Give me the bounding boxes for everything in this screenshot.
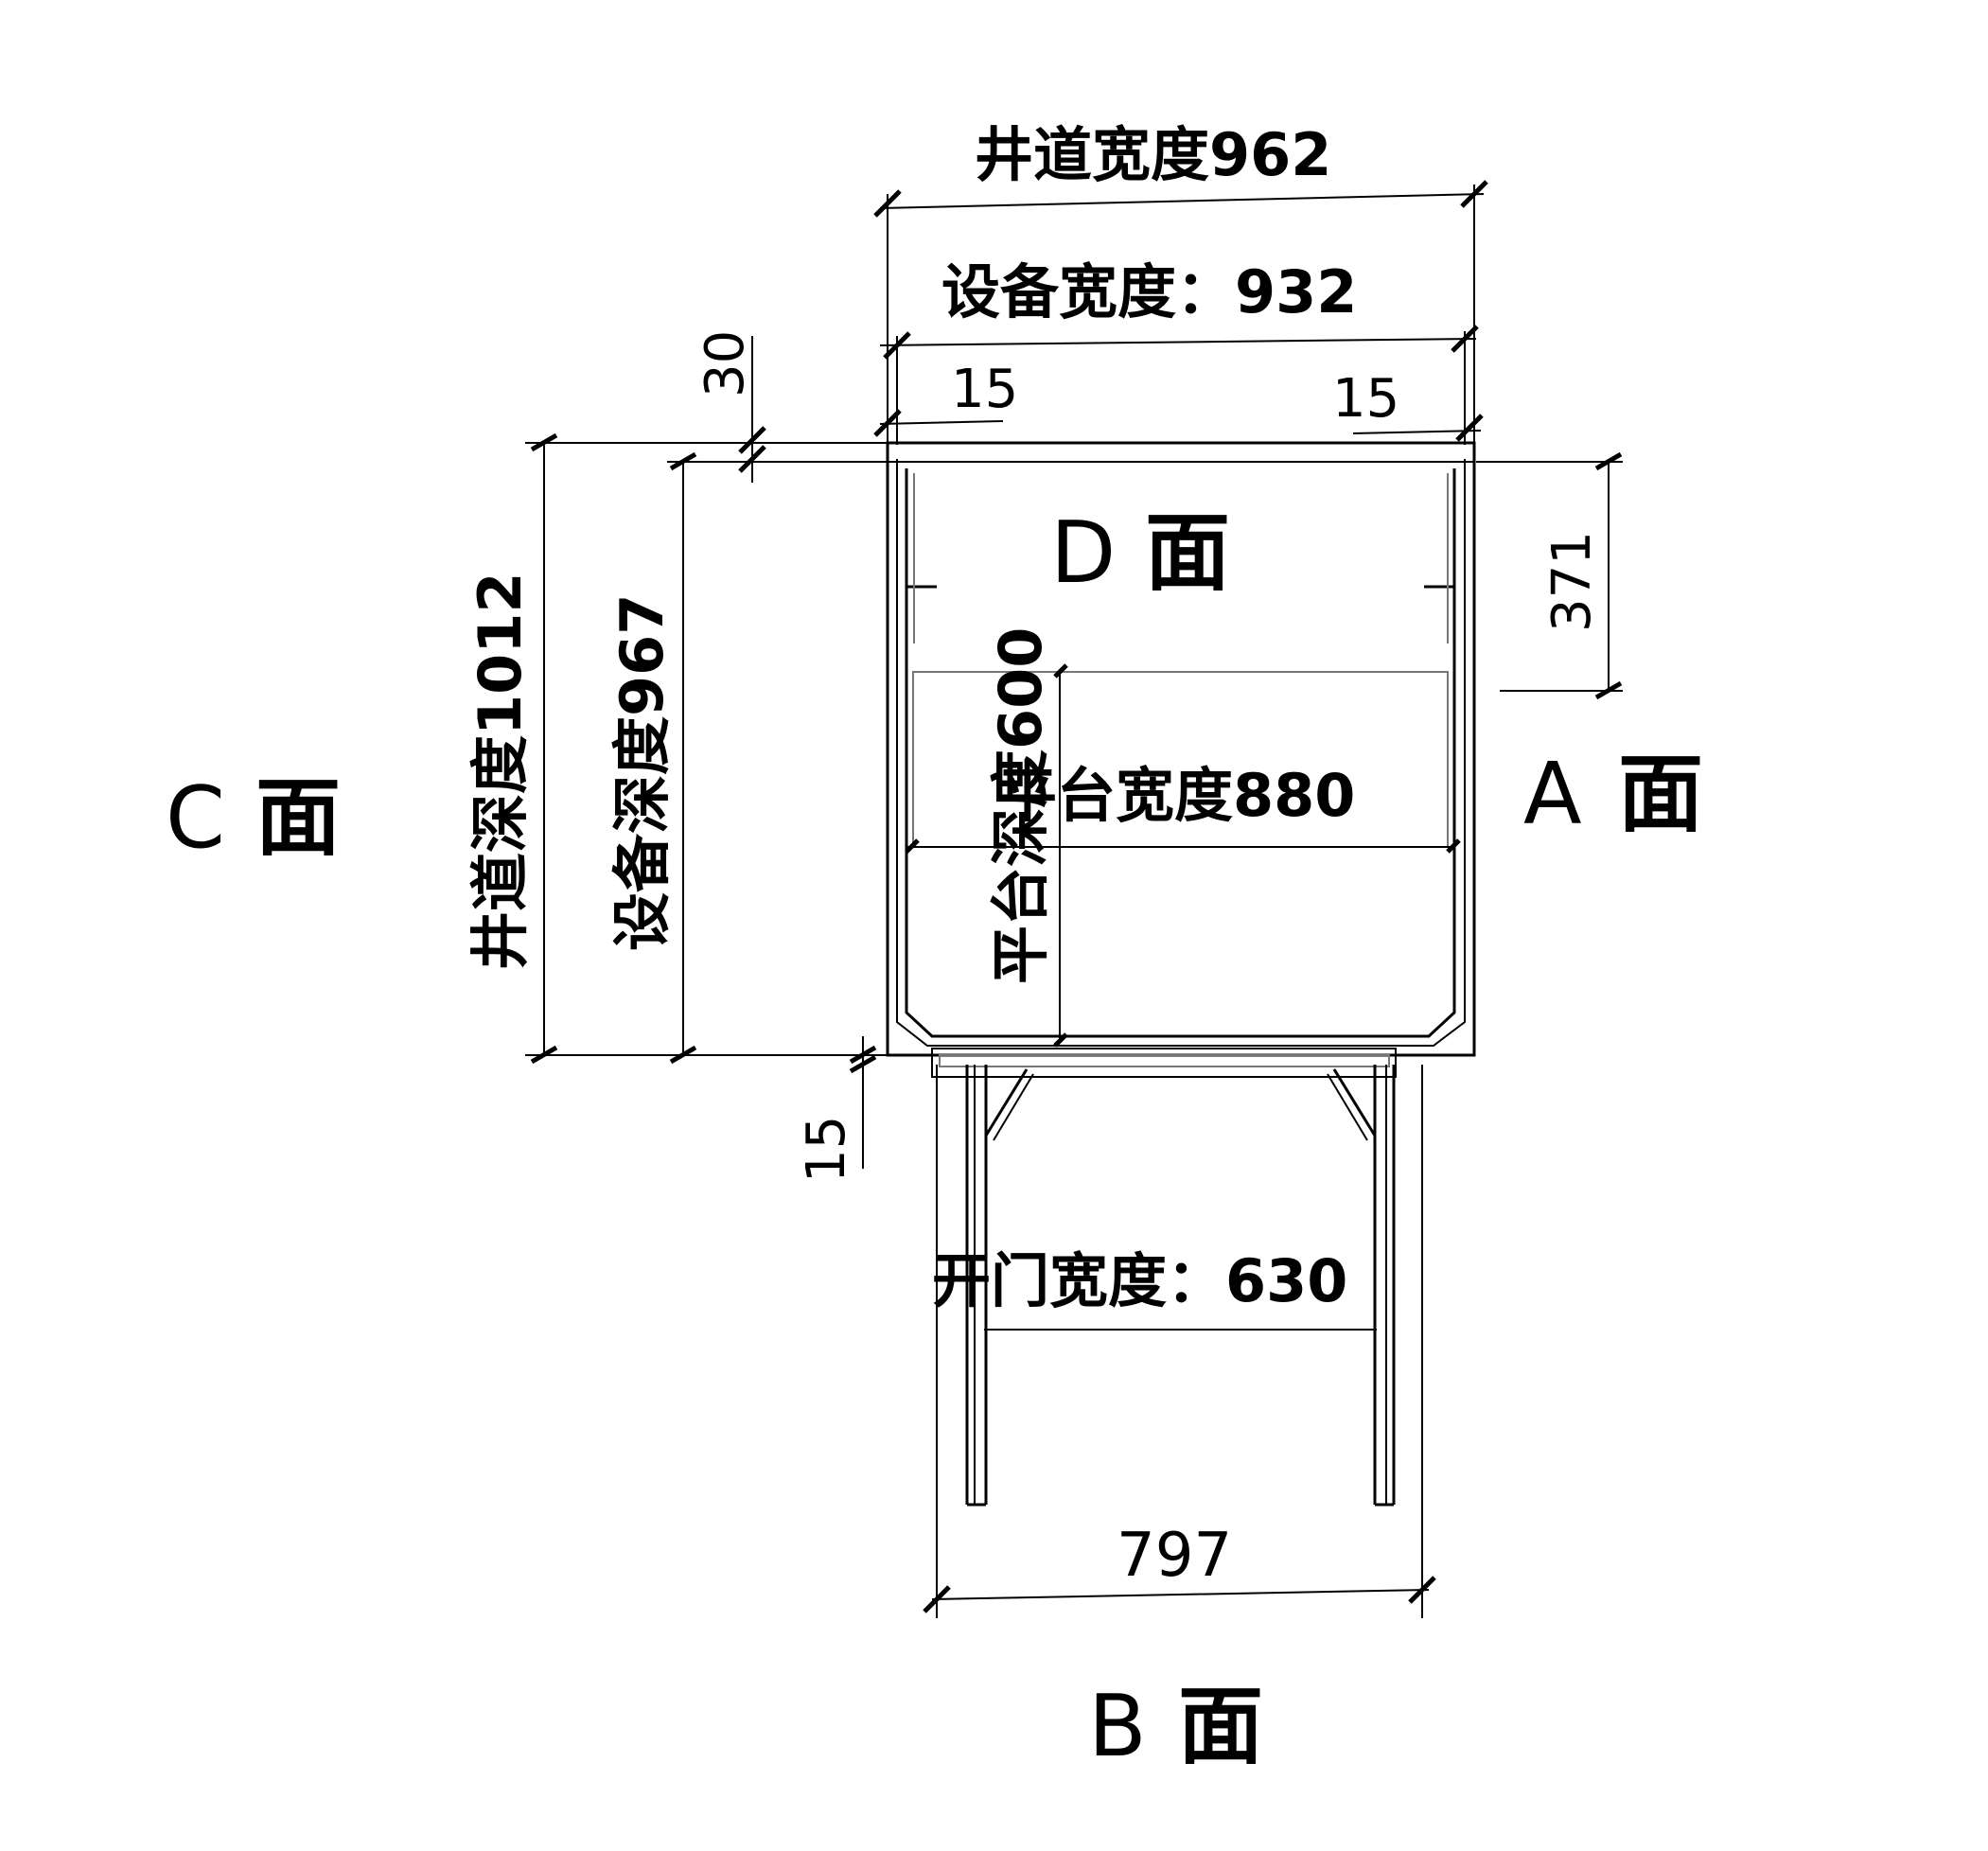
platform-outline xyxy=(906,671,1454,1041)
face-a-label: A xyxy=(1523,745,1582,844)
face-d-label: D xyxy=(1050,503,1116,603)
dimension-lines xyxy=(525,180,1623,1613)
left-gap-label: 15 xyxy=(951,359,1018,420)
shaft-width-label: 井道宽度962 xyxy=(975,120,1331,189)
bottom-gap-label: 15 xyxy=(796,1116,857,1183)
equipment-width-label: 设备宽度：932 xyxy=(941,257,1357,326)
face-d-suffix: 面 xyxy=(1145,503,1230,603)
right-gap-label: 15 xyxy=(1332,368,1399,430)
platform-depth-label: 平台深度600 xyxy=(986,627,1055,984)
face-a-suffix: 面 xyxy=(1618,745,1703,844)
face-c-label: C xyxy=(166,768,225,868)
equipment-depth-label: 设备深度967 xyxy=(607,594,677,951)
shaft-depth-label: 井道深度1012 xyxy=(466,572,535,970)
right-offset-label: 371 xyxy=(1541,531,1603,632)
face-c-suffix: 面 xyxy=(255,768,341,868)
door-width-label: 开门宽度：630 xyxy=(932,1246,1347,1315)
door-frame xyxy=(931,1048,1423,1618)
top-gap-label: 30 xyxy=(695,330,756,397)
face-b-label: B xyxy=(1088,1677,1147,1776)
dimension-labels: 井道宽度962 设备宽度：932 15 15 30 井道深度1012 设备深度9… xyxy=(466,120,1603,1591)
face-b-suffix: 面 xyxy=(1178,1677,1263,1776)
frame-width-label: 797 xyxy=(1117,1521,1232,1591)
platform-width-label: 平台宽度880 xyxy=(998,761,1355,830)
face-labels: D 面 A 面 C 面 B 面 xyxy=(166,503,1703,1776)
